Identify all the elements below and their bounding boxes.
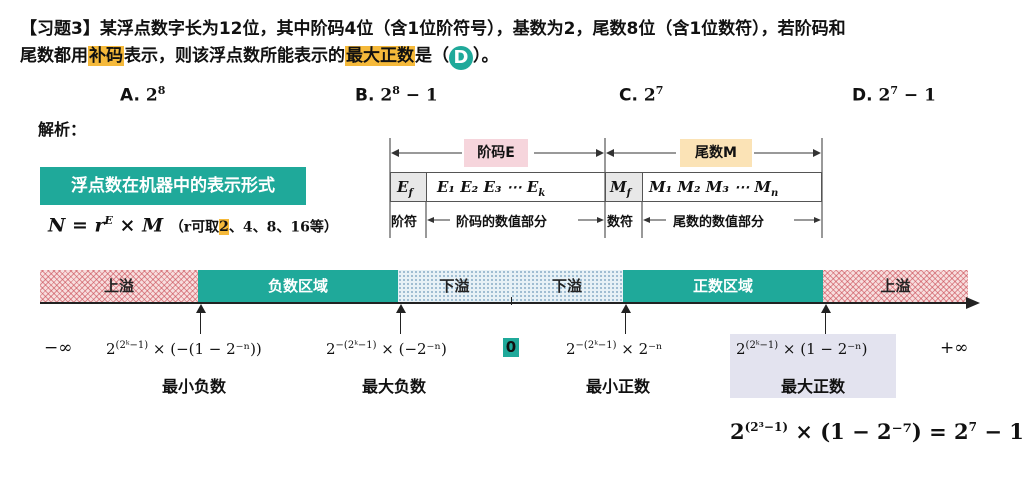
radix-formula: N = rE × M （r可取2、4、8、16等） (48, 214, 338, 237)
format-diagram-lines (389, 138, 823, 238)
expr-max-negative: 2−(2ᵏ−1) × (−2⁻ⁿ) (326, 340, 447, 358)
arrow-up-icon (821, 304, 831, 313)
expr-min-negative: 2(2ᵏ−1) × (−(1 − 2⁻ⁿ)) (106, 340, 262, 358)
question-text-2d: ）。 (473, 46, 499, 66)
question-tag: 【习题3】 (20, 19, 100, 39)
exp-value-label: 阶码的数值部分 (456, 215, 548, 230)
question-line-1: 【习题3】某浮点数字长为12位，其中阶码4位（含1位阶符号），基数为2，尾数8位… (20, 14, 846, 39)
negative-region-segment: 负数区域 (198, 270, 398, 303)
question-line-2: 尾数都用补码表示，则该浮点数所能表示的最大正数是（D）。 (20, 41, 499, 70)
expr-max-positive: 2(2ᵏ−1) × (1 − 2⁻ⁿ) (736, 340, 868, 358)
label-max-negative: 最大负数 (362, 377, 427, 396)
mant-value-label: 尾数的数值部分 (673, 215, 765, 230)
highlight-max-positive: 最大正数 (345, 46, 415, 66)
overflow-positive-segment: 上溢 (823, 270, 968, 303)
pointer-max-positive (825, 308, 826, 334)
pointer-min-positive (625, 308, 626, 334)
exp-sign-cell: Ef (391, 173, 427, 201)
mantissa-title: 尾数M (680, 139, 752, 167)
mant-value-cell: M₁ M₂ M₃ ⋯ Mn (649, 178, 779, 199)
option-c[interactable]: C. 27 (619, 84, 664, 106)
max-positive-highlight (730, 334, 896, 398)
exp-value-cell: E₁ E₂ E₃ ⋯ Ek (427, 173, 606, 201)
question-text-2b: 表示，则该浮点数所能表示的 (124, 46, 345, 66)
option-d[interactable]: D. 27 − 1 (852, 84, 936, 106)
pointer-min-negative (200, 308, 201, 334)
mant-sign-label: 数符 (607, 215, 634, 230)
zero-label: 0 (503, 338, 519, 357)
underflow-positive-segment: 下溢 (511, 270, 623, 303)
answer-badge: D (449, 46, 473, 70)
underflow-negative-segment: 下溢 (398, 270, 511, 303)
negative-infinity: −∞ (44, 338, 73, 358)
number-axis (40, 302, 968, 304)
arrow-up-icon (396, 304, 406, 313)
arrow-up-icon (621, 304, 631, 313)
analysis-label: 解析： (38, 120, 87, 139)
format-title-box: 浮点数在机器中的表示形式 (40, 167, 306, 205)
option-b[interactable]: B. 28 − 1 (355, 84, 438, 106)
positive-region-segment: 正数区域 (623, 270, 823, 303)
format-table: Ef E₁ E₂ E₃ ⋯ Ek Mf M₁ M₂ M₃ ⋯ Mn (390, 172, 822, 202)
label-min-positive: 最小正数 (586, 377, 651, 396)
zero-tick (511, 297, 512, 305)
axis-arrow-icon (966, 297, 980, 309)
result-equation: 2(2³−1) × (1 − 2⁻⁷) = 27 − 1 (730, 419, 1024, 444)
option-a[interactable]: A. 28 (120, 84, 166, 106)
overflow-negative-segment: 上溢 (40, 270, 198, 303)
question-text-2c: 是（ (415, 46, 449, 66)
mant-sign-cell: Mf (606, 173, 643, 201)
exp-sign-label: 阶符 (391, 215, 418, 230)
question-text-1: 某浮点数字长为12位，其中阶码4位（含1位阶符号），基数为2，尾数8位（含1位数… (99, 19, 846, 39)
question-text-2a: 尾数都用 (20, 46, 88, 66)
label-max-positive: 最大正数 (781, 377, 846, 396)
expr-min-positive: 2−(2ᵏ−1) × 2⁻ⁿ (566, 340, 663, 358)
label-min-negative: 最小负数 (162, 377, 227, 396)
pointer-max-negative (400, 308, 401, 334)
positive-infinity: +∞ (940, 338, 969, 358)
highlight-complement: 补码 (88, 46, 124, 66)
exponent-title: 阶码E (464, 139, 528, 167)
arrow-up-icon (196, 304, 206, 313)
